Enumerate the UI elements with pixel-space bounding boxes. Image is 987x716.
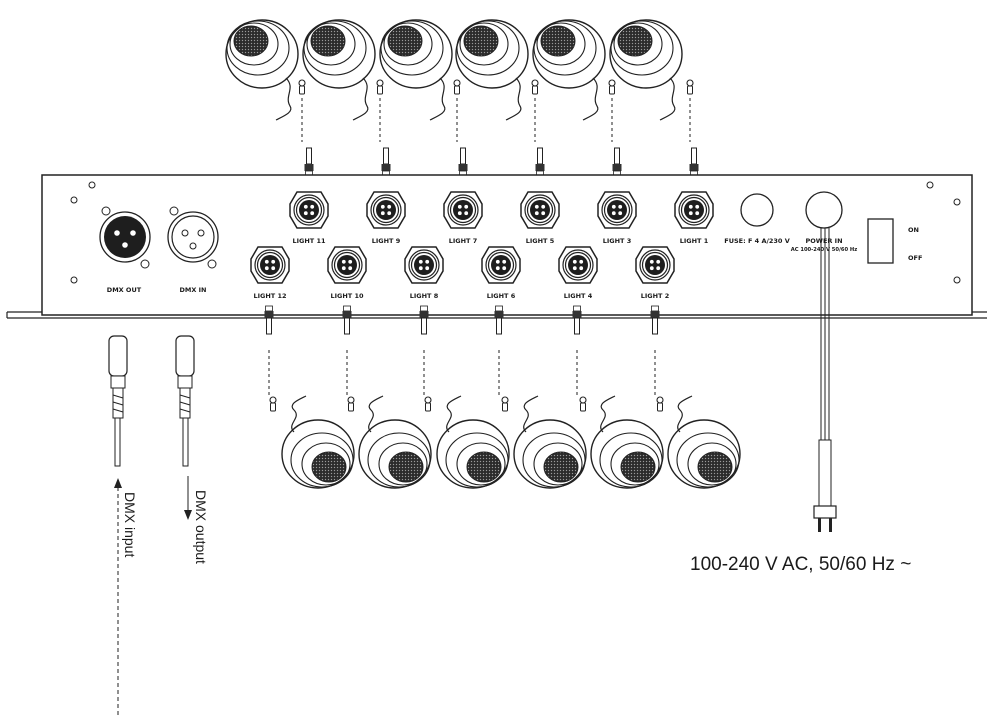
switch-on-label: ON: [908, 226, 919, 234]
4-pin-socket-icon: [366, 191, 406, 229]
lamp-icon: [281, 395, 355, 489]
fuse-holder[interactable]: [740, 193, 774, 227]
4-pin-socket-icon: [250, 246, 290, 284]
port-label: LIGHT 9: [372, 237, 401, 245]
port-light-12[interactable]: LIGHT 12: [250, 246, 290, 300]
lamp-icon: [379, 19, 453, 121]
4-pin-socket-icon: [443, 191, 483, 229]
port-light-3[interactable]: LIGHT 3: [597, 191, 637, 245]
power-in-socket[interactable]: [805, 191, 843, 229]
lamp-icon: [436, 395, 510, 489]
4-pin-socket-icon: [481, 246, 521, 284]
port-light-9[interactable]: LIGHT 9: [366, 191, 406, 245]
4-pin-socket-icon: [289, 191, 329, 229]
lamp-icon: [513, 395, 587, 489]
top-lights: [225, 19, 699, 177]
4-pin-socket-icon: [597, 191, 637, 229]
port-light-8[interactable]: LIGHT 8: [404, 246, 444, 300]
xlr-female-icon[interactable]: [167, 206, 219, 269]
port-label: LIGHT 10: [330, 292, 364, 300]
port-label: LIGHT 6: [487, 292, 516, 300]
dmx-out-label: DMX OUT: [107, 286, 142, 294]
power-in-label: POWER IN: [805, 237, 842, 245]
port-label: LIGHT 11: [292, 237, 326, 245]
port-light-2[interactable]: LIGHT 2: [635, 246, 675, 300]
port-light-11[interactable]: LIGHT 11: [289, 191, 329, 245]
dmx-output-label: DMX output: [193, 490, 209, 564]
port-label: LIGHT 8: [410, 292, 439, 300]
port-label: LIGHT 5: [526, 237, 555, 245]
switch-off-label: OFF: [908, 254, 922, 262]
mains-plug-icon: [813, 505, 837, 532]
4-pin-socket-icon: [558, 246, 598, 284]
lamp-icon: [609, 19, 683, 121]
dmx-in-label: DMX IN: [180, 286, 207, 294]
4-pin-socket-icon: [674, 191, 714, 229]
xlr-male-icon[interactable]: [99, 206, 151, 269]
fuse-label: FUSE: F 4 A/230 V: [724, 237, 789, 245]
dmx-input-cable: DMX input: [108, 335, 138, 716]
lamp-icon: [302, 19, 376, 121]
port-light-5[interactable]: LIGHT 5: [520, 191, 560, 245]
port-label: LIGHT 12: [253, 292, 286, 300]
lamp-icon: [358, 395, 432, 489]
lamp-icon: [667, 395, 741, 489]
rocker-switch-icon[interactable]: [867, 218, 894, 264]
port-label: LIGHT 3: [603, 237, 632, 245]
port-light-10[interactable]: LIGHT 10: [327, 246, 367, 300]
port-label: LIGHT 4: [564, 292, 593, 300]
4-pin-socket-icon: [635, 246, 675, 284]
4-pin-socket-icon: [327, 246, 367, 284]
port-light-1[interactable]: LIGHT 1: [674, 191, 714, 245]
port-label: LIGHT 1: [680, 237, 709, 245]
lamp-icon: [590, 395, 664, 489]
port-label: LIGHT 7: [449, 237, 478, 245]
mains-label: 100-240 V AC, 50/60 Hz ~: [690, 554, 911, 575]
port-light-7[interactable]: LIGHT 7: [443, 191, 483, 245]
dmx-output-cable: DMX output: [175, 335, 209, 564]
port-label: LIGHT 2: [641, 292, 670, 300]
port-light-4[interactable]: LIGHT 4: [558, 246, 598, 300]
controller-panel: DMX OUT DMX IN LIGHT 11 LIGHT 9 LIGHT 7 …: [6, 174, 987, 319]
port-light-6[interactable]: LIGHT 6: [481, 246, 521, 300]
mains-cable: [813, 228, 837, 532]
dmx-input-label: DMX input: [122, 492, 138, 557]
lamp-icon: [225, 19, 299, 121]
4-pin-socket-icon: [520, 191, 560, 229]
4-pin-socket-icon: [404, 246, 444, 284]
power-rating-label: AC 100-240 V 50/60 Hz: [791, 247, 858, 253]
bottom-lights: [264, 305, 741, 489]
lamp-icon: [455, 19, 529, 121]
lamp-icon: [532, 19, 606, 121]
